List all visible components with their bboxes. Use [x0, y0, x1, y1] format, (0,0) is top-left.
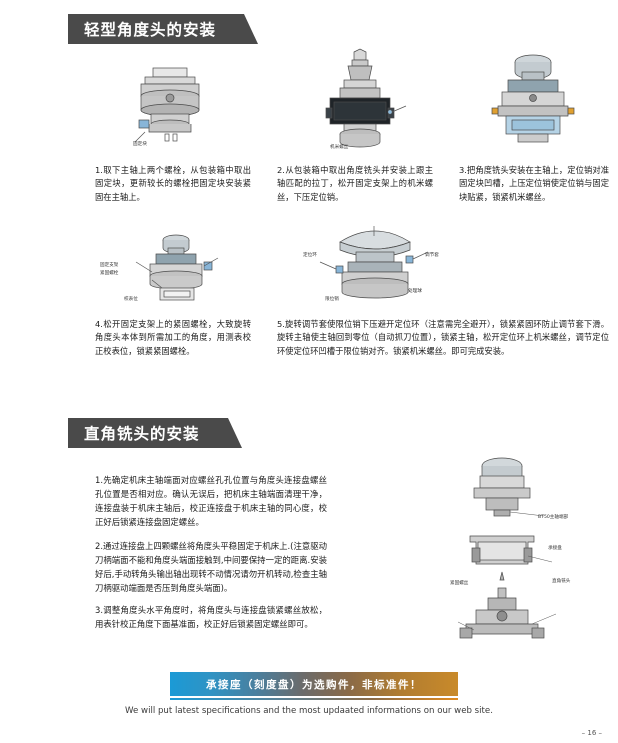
step-text-5: 5.旋转调节套使限位销下压避开定位环（注意需完全避开），锁紧紧固环防止调节套下滑… — [277, 319, 609, 356]
diagram-step-5 — [300, 222, 450, 310]
label-bt50-spindle-end: BT50主轴端部 — [538, 515, 569, 520]
step-text-1: 1.取下主轴上两个螺栓，从包装箱中取出固定块，更新较长的螺栓把固定块安装紧固在主… — [95, 165, 251, 202]
caption-fixed-block: 固定块 — [133, 142, 147, 147]
caption-adjust-sleeve: 调节套 — [425, 253, 439, 258]
caption-table-surface: 处理球 — [408, 289, 422, 294]
label-right-angle-head: 直角铣头 — [552, 579, 571, 584]
paragraph-3: 3.调整角度头水平角度时，将角度头与连接盘锁紧螺丝放松，用表针校正角度下面基准面… — [95, 605, 327, 629]
caption-clamp-bolt: 紧固螺栓 — [100, 271, 119, 276]
diagram-step-3 — [478, 48, 588, 153]
footer-note: We will put latest specifications and th… — [125, 706, 493, 716]
caption-positioning-ring: 定位环 — [303, 253, 317, 258]
caption-set-screw: 机米螺丝 — [330, 145, 349, 150]
label-clamp-screw: 紧固螺丝 — [450, 581, 469, 586]
footer-divider — [170, 698, 458, 700]
section-title: 轻型角度头的安装 — [84, 21, 217, 39]
section-header-light-angle-head: 轻型角度头的安装 — [68, 14, 258, 44]
paragraph-2: 2.通过连接盘上四颗螺丝将角度头平稳固定于机床上.(注意驱动刀柄端面不能和角度头… — [95, 541, 327, 593]
diagram-step-2 — [300, 48, 425, 153]
step-text-3: 3.把角度铣头安装在主轴上，定位销对准固定块凹槽，上压定位销使定位销与固定块贴紧… — [459, 165, 609, 202]
step-text-2: 2.从包装箱中取出角度铣头并安装上跟主轴匹配的拉丁，松开固定支架上的机米螺丝，下… — [277, 165, 433, 202]
label-adapter-plate: 承接盘 — [548, 546, 562, 551]
page-number: – 16 – — [581, 729, 602, 737]
caption-fixed-bracket: 固定支架 — [100, 263, 119, 268]
caption-gauge-point: 校表位 — [124, 297, 138, 302]
paragraph-1: 1.先确定机床主轴端面对应螺丝孔孔位置与角度头连接盘螺丝孔位置是否相对应。确认无… — [95, 475, 327, 527]
diagram-step-1 — [115, 58, 230, 153]
caption-limit-pin: 限位销 — [325, 297, 339, 302]
section-title: 直角铣头的安装 — [84, 425, 200, 443]
step-text-4: 4.松开固定支架上的紧固螺栓，大致旋转角度头本体到所需加工的角度，用测表校正校表… — [95, 319, 251, 356]
diagram-right-angle-assembly — [440, 452, 612, 652]
promo-banner-text: 承接座（刻度盘）为选购件，非标准件！ — [206, 678, 422, 691]
promo-banner: 承接座（刻度盘）为选购件，非标准件！ — [170, 672, 458, 696]
section-header-right-angle-head: 直角铣头的安装 — [68, 418, 242, 448]
diagram-step-4 — [118, 228, 233, 308]
